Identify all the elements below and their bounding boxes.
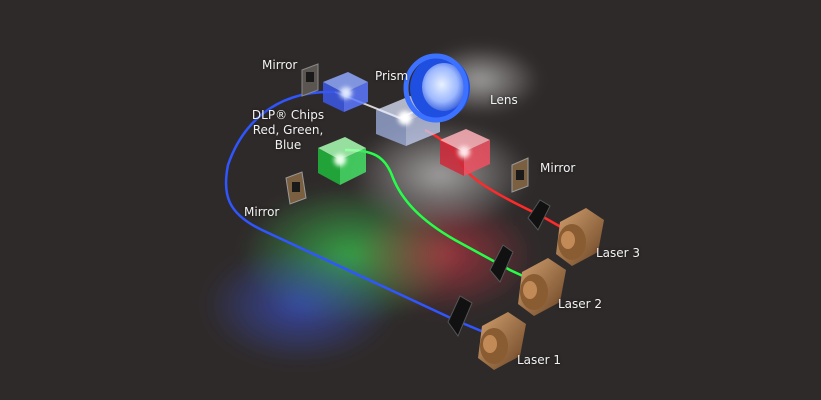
mirror-left-label: Mirror <box>244 205 280 219</box>
blue-dlp-cube <box>323 72 368 112</box>
filter-panes <box>447 199 551 338</box>
red-dlp-cube <box>440 129 490 176</box>
dlp-chips-line-3: Blue <box>274 138 302 152</box>
mirror-right-shape <box>511 157 529 193</box>
green-dlp-cube <box>318 137 366 185</box>
dlp-chips-label: DLP® Chips Red, Green, Blue <box>238 108 338 153</box>
mirror-top-shape <box>301 63 319 97</box>
green-beam <box>344 148 539 285</box>
light-glow-layer <box>205 45 540 365</box>
lens-shape <box>403 53 470 123</box>
laser-3-label: Laser 3 <box>596 246 641 260</box>
lens-label: Lens <box>490 93 518 107</box>
mirror-top-label: Mirror <box>262 58 298 72</box>
mirror-left-shape <box>285 171 307 205</box>
laser-1-label: Laser 1 <box>517 353 562 367</box>
laser-2-shape <box>518 258 566 316</box>
laser-2-label: Laser 2 <box>558 297 603 311</box>
mirror-right-label: Mirror <box>540 161 576 175</box>
dlp-chips-line-2: Red, Green, <box>252 123 324 137</box>
dlp-chips-line-1: DLP® Chips <box>251 108 325 122</box>
prism-label: Prism <box>375 69 409 83</box>
blue-beam <box>224 90 499 340</box>
laser-1-shape <box>478 312 526 370</box>
laser-3-shape <box>556 208 604 266</box>
